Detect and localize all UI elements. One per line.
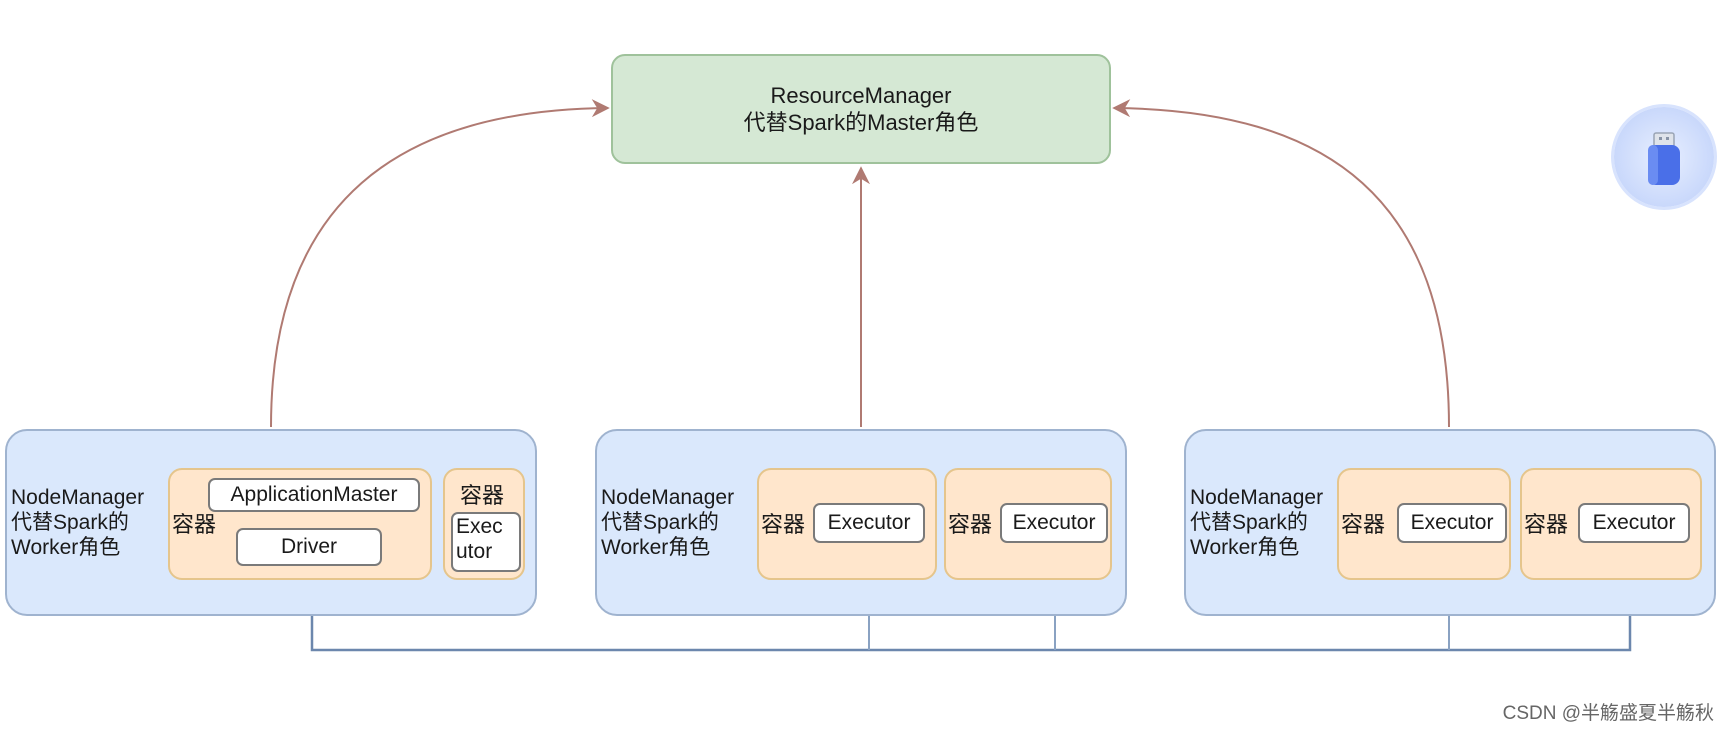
- resource-manager-box: ResourceManager 代替Spark的Master角色: [611, 54, 1111, 164]
- container-label: 容器: [761, 512, 806, 537]
- container-executor: 容器 Executor: [944, 468, 1112, 580]
- arrow-node1-to-resource-manager: [270, 99, 610, 428]
- node-manager-1-label: NodeManager 代替Spark的 Worker角色: [11, 485, 144, 560]
- node-label-line: NodeManager: [11, 486, 145, 509]
- node-label-line: NodeManager: [1190, 486, 1324, 509]
- resource-manager-role: 代替Spark的Master角色: [743, 110, 979, 135]
- executor-box: Executor: [1397, 503, 1507, 543]
- arrow-node3-to-resource-manager: [1112, 99, 1450, 428]
- executor-box: Executor: [1578, 503, 1690, 543]
- node-manager-2-label: NodeManager 代替Spark的 Worker角色: [601, 485, 734, 560]
- node-manager-1: NodeManager 代替Spark的 Worker角色 容器 Applica…: [5, 429, 537, 616]
- container-local-executor: 容器 Exec utor: [443, 468, 525, 580]
- container-label: 容器: [1341, 512, 1386, 537]
- executor-box: Executor: [1000, 503, 1108, 543]
- node-label-line: 代替Spark的: [11, 511, 129, 534]
- usb-drive-glyph: [1648, 132, 1680, 185]
- executor-text-line: utor: [456, 540, 493, 563]
- node-manager-2: NodeManager 代替Spark的 Worker角色 容器 Executo…: [595, 429, 1127, 616]
- container-label: 容器: [460, 483, 505, 508]
- container-app-master: 容器 ApplicationMaster Driver: [168, 468, 432, 580]
- node-manager-3-label: NodeManager 代替Spark的 Worker角色: [1190, 485, 1323, 560]
- container-executor: 容器 Executor: [1337, 468, 1511, 580]
- executor-box: Executor: [813, 503, 925, 543]
- container-label: 容器: [948, 512, 993, 537]
- executor-text-line: Exec: [456, 515, 503, 538]
- driver-box: Driver: [236, 528, 382, 566]
- application-master-box: ApplicationMaster: [208, 478, 420, 512]
- container-executor: 容器 Executor: [1520, 468, 1702, 580]
- node-label-line: Worker角色: [1190, 536, 1300, 559]
- resource-manager-title: ResourceManager: [770, 83, 952, 108]
- watermark: CSDN @半觞盛夏半觞秋: [1502, 703, 1714, 724]
- node-label-line: NodeManager: [601, 486, 735, 509]
- node-label-line: 代替Spark的: [601, 511, 719, 534]
- node-label-line: Worker角色: [11, 536, 121, 559]
- node-label-line: Worker角色: [601, 536, 711, 559]
- container-label: 容器: [1524, 512, 1569, 537]
- node-label-line: 代替Spark的: [1190, 511, 1308, 534]
- node-manager-3: NodeManager 代替Spark的 Worker角色 容器 Executo…: [1184, 429, 1716, 616]
- executor-box: Exec utor: [451, 512, 521, 572]
- usb-drive-icon[interactable]: [1614, 107, 1714, 207]
- container-label: 容器: [172, 512, 217, 537]
- container-executor: 容器 Executor: [757, 468, 937, 580]
